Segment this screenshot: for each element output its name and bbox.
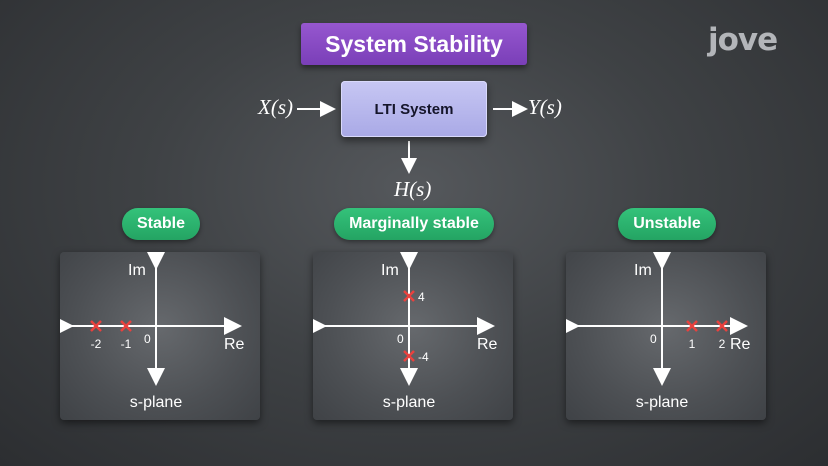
pole-label: 2: [719, 337, 726, 351]
jove-logo: jove: [708, 22, 778, 58]
transfer-function-label: H(s): [394, 177, 432, 201]
re-axis-label: Re: [730, 336, 751, 353]
pole-label: -2: [91, 337, 102, 351]
s-plane-label: s-plane: [636, 394, 689, 411]
pole-marker: [403, 290, 415, 302]
pole-marker: [90, 320, 102, 332]
stable-badge: Stable: [122, 208, 200, 240]
output-signal-label: Y(s): [528, 95, 562, 119]
pole-label: 1: [689, 337, 696, 351]
im-axis-label: Im: [381, 262, 399, 279]
s-plane-label: s-plane: [383, 394, 436, 411]
pole-marker: [686, 320, 698, 332]
input-signal-label: X(s): [258, 95, 293, 119]
pole-marker: [716, 320, 728, 332]
origin-label: 0: [144, 332, 151, 346]
origin-label: 0: [650, 332, 657, 346]
marginally-stable-badge: Marginally stable: [334, 208, 494, 240]
pole-label: -4: [418, 350, 429, 364]
origin-label: 0: [397, 332, 404, 346]
page-title: System Stability: [301, 23, 527, 65]
unstable-badge: Unstable: [618, 208, 716, 240]
re-axis-label: Re: [224, 336, 245, 353]
pole-marker: [403, 350, 415, 362]
s-plane-label: s-plane: [130, 394, 183, 411]
pole-label: -1: [121, 337, 132, 351]
pole-label: 4: [418, 290, 425, 304]
lti-system-block: LTI System: [341, 81, 487, 137]
im-axis-label: Im: [634, 262, 652, 279]
im-axis-label: Im: [128, 262, 146, 279]
pole-marker: [120, 320, 132, 332]
re-axis-label: Re: [477, 336, 498, 353]
